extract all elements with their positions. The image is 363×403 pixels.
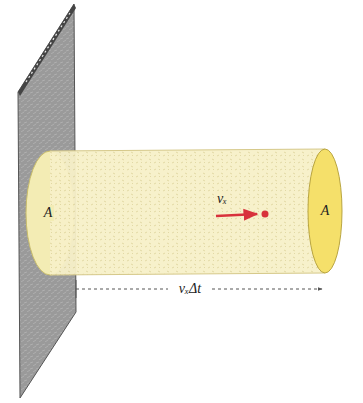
right-area-ellipse (308, 149, 342, 273)
wall-top-edge (18, 4, 76, 96)
dimension-tick (76, 280, 77, 298)
cylinder-body (50, 149, 325, 275)
cylinder-edges (50, 149, 325, 275)
particle (262, 211, 269, 218)
velocity-arrow (216, 214, 257, 216)
wall-dots (26, 13, 70, 82)
area-label: A (42, 205, 55, 221)
dimension-label: vₓΔt (177, 281, 203, 297)
area-label: A (319, 203, 332, 219)
dimension-line (212, 289, 322, 290)
velocity-label: vₓ (215, 191, 229, 207)
dimension-line (76, 289, 168, 290)
